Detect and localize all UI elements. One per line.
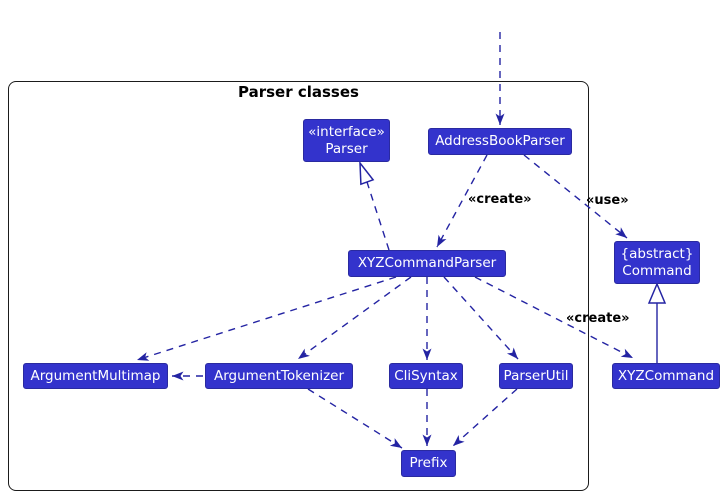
generalization-triangle-command <box>647 282 667 304</box>
frame-title: Parser classes <box>238 83 359 101</box>
edge-xyzcommandparser-to-argumenttokenizer <box>297 276 412 360</box>
xyzcommandparser-class-name: XYZCommandParser <box>357 255 497 272</box>
prefix-class-name: Prefix <box>409 455 448 472</box>
edge-addressbookparser-create-xyzcommandparser <box>436 154 488 248</box>
edge-xyzcommandparser-create-xyzcommand <box>474 276 634 359</box>
command-stereotype: {abstract} <box>620 246 694 263</box>
edge-label-use: «use» <box>586 193 629 208</box>
clisyntax-class-name: CliSyntax <box>394 367 458 384</box>
parser-classes-frame <box>8 81 589 491</box>
class-box-prefix: Prefix <box>401 450 456 477</box>
class-box-xyzcommand: XYZCommand <box>612 363 720 389</box>
edge-parserutil-to-prefix <box>452 388 518 447</box>
xyzcommand-class-name: XYZCommand <box>617 367 715 384</box>
edge-label-create-upper: «create» <box>468 192 532 207</box>
edge-xyzcommandparser-realizes-parser <box>366 181 390 251</box>
edge-xyzcommandparser-to-argumentmultimap <box>136 276 397 361</box>
class-box-addressbookparser: AddressBookParser <box>428 128 572 155</box>
command-class-name: Command <box>622 262 692 279</box>
edge-xyzcommandparser-to-parserutil <box>443 276 519 360</box>
edge-addressbookparser-use-command <box>523 154 628 239</box>
class-box-clisyntax: CliSyntax <box>389 363 463 389</box>
realization-triangle-parser <box>359 160 375 186</box>
argumenttokenizer-class-name: ArgumentTokenizer <box>213 367 345 384</box>
class-box-parser-interface: «interface» Parser <box>303 119 390 162</box>
class-box-xyzcommandparser: XYZCommandParser <box>348 250 506 277</box>
class-box-argumentmultimap: ArgumentMultimap <box>23 363 168 389</box>
class-box-command-abstract: {abstract} Command <box>614 241 700 284</box>
parserutil-class-name: ParserUtil <box>503 367 569 384</box>
edge-argumenttokenizer-to-prefix <box>307 388 403 449</box>
class-box-parserutil: ParserUtil <box>499 363 573 389</box>
parser-class-name: Parser <box>325 140 368 157</box>
parser-stereotype: «interface» <box>308 124 385 141</box>
argumentmultimap-class-name: ArgumentMultimap <box>30 367 161 384</box>
class-box-argumenttokenizer: ArgumentTokenizer <box>205 363 353 389</box>
addressbookparser-class-name: AddressBookParser <box>435 133 565 150</box>
edge-label-create-lower: «create» <box>566 311 630 326</box>
